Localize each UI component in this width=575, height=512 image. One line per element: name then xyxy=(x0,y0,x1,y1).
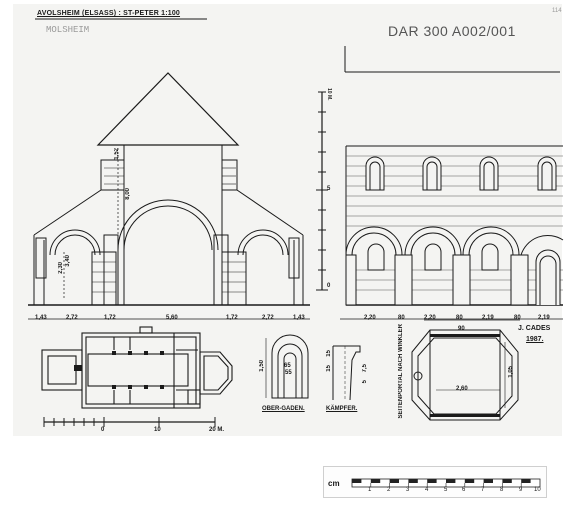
signature-name: J. CADES xyxy=(518,325,551,332)
elevation-dim-7: 2,19 xyxy=(538,315,550,321)
section-vdim-1: 1,52 xyxy=(114,148,120,160)
location-note: MOLSHEIM xyxy=(46,25,90,35)
section-dim-6: 2,72 xyxy=(262,315,274,321)
ruler-number-7: 7 xyxy=(481,487,485,493)
section-vdim-2: 8,00 xyxy=(125,188,131,200)
seitenportal-dim-height: 1,05 xyxy=(508,366,514,378)
elevation-arcade xyxy=(345,226,564,306)
section-dim-1: 1,43 xyxy=(35,315,47,321)
height-scale-mark-5: 5 xyxy=(327,186,331,192)
ruler-number-2: 2 xyxy=(387,487,391,493)
obergaden-detail xyxy=(265,334,309,399)
kampfer-detail xyxy=(332,345,361,401)
section-vdim-4: 3,40 xyxy=(65,255,71,267)
section-dim-4: 5,60 xyxy=(166,315,178,321)
plan-scale-0: 0 xyxy=(101,427,105,433)
kampfer-dim-2: 15 xyxy=(326,365,332,372)
kampfer-dim-4: 5 xyxy=(362,380,368,384)
section-dim-7: 1,43 xyxy=(293,315,305,321)
kampfer-label: KÄMPFER. xyxy=(326,406,358,412)
elevation-dim-6: 80 xyxy=(514,315,521,321)
height-scale xyxy=(316,91,328,291)
section-vdim-3: 2,30 xyxy=(58,262,64,274)
obergaden-dim-inner: 55 xyxy=(285,370,292,376)
elevation-dim-3: 2,20 xyxy=(424,315,436,321)
sheet-title: AVOLSHEIM (ELSASS) : ST-PETER 1:100 xyxy=(37,10,181,17)
seitenportal-detail xyxy=(411,319,520,421)
seitenportal-label: SEITENPORTAL NACH WINKLER xyxy=(398,324,404,419)
ruler-number-10: 10 xyxy=(534,487,541,493)
obergaden-dim-width: 65 xyxy=(284,363,291,369)
kampfer-dim-3: 7,5 xyxy=(362,364,368,373)
measurement-ruler: cm 1 2 3 4 5 6 7 8 9 10 xyxy=(323,466,547,498)
drawing-sheet xyxy=(13,4,562,436)
plan-scale-10: 10 xyxy=(154,427,161,433)
elevation-dim-1: 2,20 xyxy=(364,315,376,321)
obergaden-dim-height: 1,50 xyxy=(259,360,265,372)
elevation-dim-5: 2,19 xyxy=(482,315,494,321)
ruler-scale xyxy=(351,478,541,488)
section-dim-3: 1,72 xyxy=(104,315,116,321)
plan-scale-20: 20 M. xyxy=(209,427,225,433)
ruler-number-1: 1 xyxy=(368,487,372,493)
ruler-number-4: 4 xyxy=(425,487,429,493)
ruler-number-6: 6 xyxy=(462,487,466,493)
corner-mark: 114 xyxy=(552,8,562,14)
seitenportal-dim-width: 2,60 xyxy=(456,386,468,392)
section-dim-2: 2,72 xyxy=(66,315,78,321)
floor-plan xyxy=(41,326,233,409)
clerestory-windows xyxy=(365,156,557,191)
signature-year: 1987. xyxy=(526,336,544,343)
seitenportal-dim-inner: 90 xyxy=(458,326,465,332)
height-scale-mark-0: 0 xyxy=(327,283,331,289)
height-scale-top: 10 M. xyxy=(326,88,332,101)
elevation-dim-2: 80 xyxy=(398,315,405,321)
archive-reference: DAR 300 A002/001 xyxy=(388,23,516,39)
ruler-number-9: 9 xyxy=(519,487,523,493)
kampfer-dim-1: 15 xyxy=(326,350,332,357)
cross-section xyxy=(28,72,310,320)
obergaden-label: OBER-GADEN. xyxy=(262,406,305,412)
plan-scale xyxy=(43,417,216,427)
ruler-number-3: 3 xyxy=(406,487,410,493)
section-dim-5: 1,72 xyxy=(226,315,238,321)
ruler-number-8: 8 xyxy=(500,487,504,493)
ruler-unit: cm xyxy=(328,479,340,488)
elevation-dim-4: 80 xyxy=(456,315,463,321)
ruler-number-5: 5 xyxy=(444,487,448,493)
